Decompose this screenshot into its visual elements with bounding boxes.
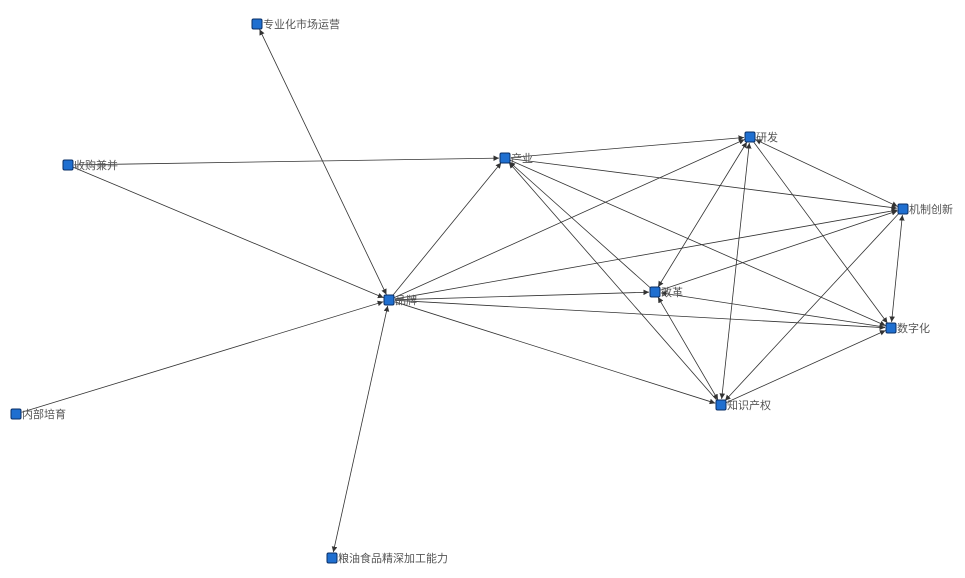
edge-yanfa-zhishi: [719, 142, 752, 400]
node-label: 粮油食品精深加工能力: [338, 551, 448, 565]
node-label: 知识产权: [727, 398, 771, 412]
node-marker[interactable]: [326, 552, 338, 564]
node-jizhi[interactable]: 机制创新: [897, 202, 953, 216]
node-marker[interactable]: [251, 18, 263, 30]
node-liangyou[interactable]: 粮油食品精深加工能力: [326, 551, 448, 565]
node-label: 数字化: [897, 321, 930, 335]
node-label: 品牌: [395, 293, 417, 307]
node-zhuanyehua[interactable]: 专业化市场运营: [251, 17, 340, 31]
node-chanye[interactable]: 产业: [499, 151, 533, 165]
node-marker[interactable]: [897, 203, 909, 215]
edge-pinpai-zhishi: [394, 301, 716, 405]
node-marker[interactable]: [499, 152, 511, 164]
edge-shougou-pinpai: [73, 166, 384, 299]
node-marker[interactable]: [62, 159, 74, 171]
edge-yanfa-gaige: [657, 141, 748, 288]
edge-pinpai-chanye: [392, 162, 502, 296]
edge-jizhi-shuzihua: [889, 214, 905, 323]
edge-chanye-yanfa: [510, 135, 745, 158]
node-gaige[interactable]: 改革: [649, 285, 683, 299]
node-marker[interactable]: [885, 322, 897, 334]
edge-yanfa-jizhi: [755, 139, 898, 207]
node-label: 收购兼并: [74, 158, 118, 172]
edge-gaige-chanye: [509, 161, 651, 289]
node-shougou[interactable]: 收购兼并: [62, 158, 118, 172]
edge-gaige-jizhi: [660, 210, 898, 291]
node-label: 机制创新: [909, 202, 953, 216]
node-label: 内部培育: [22, 407, 66, 421]
node-marker[interactable]: [715, 399, 727, 411]
edge-pinpai-gaige: [394, 289, 650, 301]
node-marker[interactable]: [10, 408, 22, 420]
node-marker[interactable]: [383, 294, 395, 306]
node-shuzihua[interactable]: 数字化: [885, 321, 930, 335]
edge-pinpai-zhuanyehua: [259, 29, 387, 295]
node-label: 产业: [511, 151, 533, 165]
node-label: 研发: [756, 130, 778, 144]
node-pinpai[interactable]: 品牌: [383, 293, 417, 307]
node-label: 改革: [661, 285, 683, 299]
edge-neibu-pinpai: [21, 300, 384, 413]
node-label: 专业化市场运营: [263, 17, 340, 31]
edge-chanye-jizhi: [510, 158, 898, 211]
edge-jizhi-zhishi: [724, 213, 900, 401]
node-marker[interactable]: [649, 286, 661, 298]
edge-shuzihua-gaige: [660, 290, 886, 328]
edge-chanye-shuzihua: [510, 160, 886, 326]
node-yanfa[interactable]: 研发: [744, 130, 778, 144]
node-zhishi[interactable]: 知识产权: [715, 398, 771, 412]
node-marker[interactable]: [744, 131, 756, 143]
node-neibu[interactable]: 内部培育: [10, 407, 66, 421]
edges-layer: [21, 29, 905, 553]
edge-pinpai-yanfa: [394, 139, 745, 298]
edge-shougou-chanye: [73, 155, 500, 166]
edge-pinpai-shuzihua: [394, 299, 886, 331]
edge-yanfa-shuzihua: [753, 141, 888, 324]
edge-gaige-zhishi: [657, 296, 719, 401]
edge-pinpai-jizhi: [394, 208, 898, 300]
edge-pinpai-liangyou: [331, 305, 390, 553]
edge-zhishi-shuzihua: [726, 330, 886, 403]
